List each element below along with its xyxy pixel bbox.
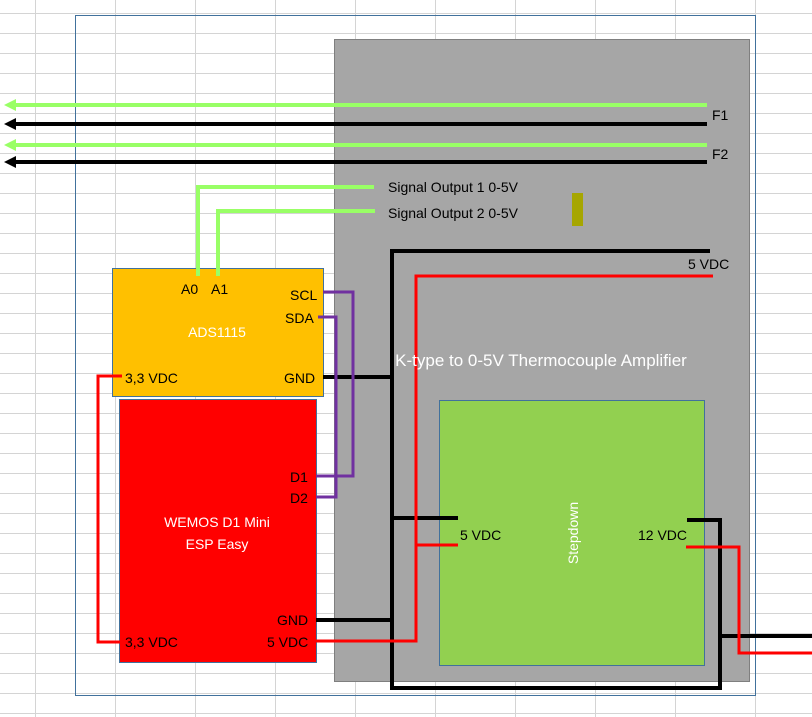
wemos-33vdc-label: 3,3 VDC (125, 634, 178, 650)
f1-label: F1 (712, 107, 729, 123)
wemos-gnd-label: GND (277, 612, 308, 628)
ads1115-box[interactable] (112, 268, 324, 397)
d2-label: D2 (290, 490, 308, 506)
amp-5vdc-label: 5 VDC (688, 256, 729, 272)
wemos-box[interactable] (119, 399, 317, 663)
signal-wires (196, 185, 375, 276)
signal1-label: Signal Output 1 0-5V (388, 179, 519, 195)
power-wires (96, 274, 812, 655)
ads-title: ADS1115 (188, 324, 246, 340)
stepdown-out-label: 12 VDC (638, 527, 687, 543)
scl-label: SCL (290, 287, 317, 303)
indicator-block (572, 193, 583, 226)
wemos-title2: ESP Easy (186, 536, 249, 552)
wemos-title1: WEMOS D1 Mini (164, 514, 270, 530)
ads-gnd-label: GND (284, 370, 315, 386)
signal2-label: Signal Output 2 0-5V (388, 205, 519, 221)
f2-label: F2 (712, 146, 729, 162)
sda-label: SDA (285, 310, 314, 326)
outer-frame (75, 15, 756, 696)
stepdown-title: Stepdown (565, 502, 581, 564)
stepdown-box[interactable] (439, 400, 705, 666)
ads-vdc-label: 3,3 VDC (125, 370, 178, 386)
a0-label: A0 (181, 281, 198, 297)
ground-wires (316, 249, 812, 690)
a1-label: A1 (211, 281, 228, 297)
stepdown-in-label: 5 VDC (460, 527, 501, 543)
d1-label: D1 (290, 469, 308, 485)
i2c-wires (316, 290, 355, 499)
output-wires (4, 99, 707, 168)
amplifier-title: K-type to 0-5V Thermocouple Amplifier (395, 351, 687, 370)
wemos-5vdc-label: 5 VDC (267, 634, 308, 650)
